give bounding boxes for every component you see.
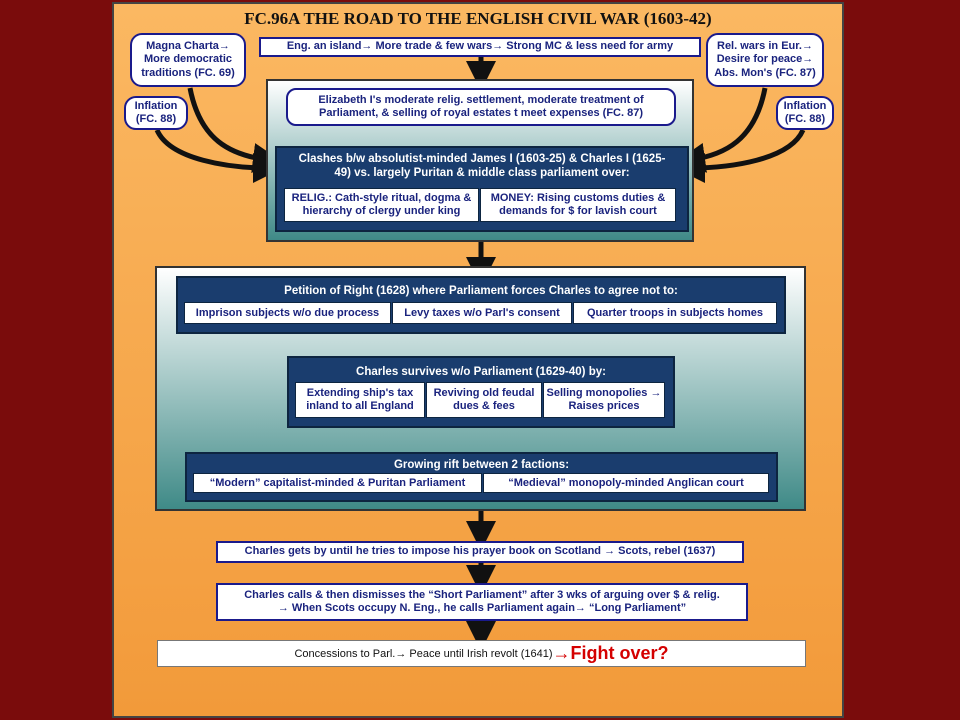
petition-item-taxes-text: Levy taxes w/o Parl's consent [404, 306, 560, 319]
top-banner: Eng. an island→ More trade & few wars→ S… [259, 37, 701, 57]
survives-item-monopolies-text: Selling monopolies → Raises prices [546, 387, 662, 412]
magna-charta-box: Magna Charta→ More democratic traditions… [130, 33, 246, 87]
prayer-book-box: Charles gets by until he tries to impose… [216, 541, 744, 563]
inflation-right-box: Inflation (FC. 88) [776, 96, 834, 130]
prayer-book-text: Charles gets by until he tries to impose… [244, 545, 716, 558]
concessions-text: Concessions to Parl.→ Peace until Irish … [294, 647, 553, 660]
rift-item-modern-text: “Modern” capitalist-minded & Puritan Par… [209, 476, 466, 489]
petition-heading: Petition of Right (1628) where Parliamen… [284, 285, 678, 297]
inflation-right-text: Inflation (FC. 88) [783, 99, 827, 125]
concessions-box: Concessions to Parl.→ Peace until Irish … [157, 640, 806, 667]
petition-item-taxes: Levy taxes w/o Parl's consent [392, 302, 572, 324]
survives-item-monopolies: Selling monopolies → Raises prices [543, 382, 665, 418]
rift-item-modern: “Modern” capitalist-minded & Puritan Par… [193, 473, 482, 493]
religion-text: RELIG.: Cath-style ritual, dogma & hiera… [291, 192, 472, 217]
magna-charta-text: Magna Charta→ More democratic traditions… [141, 40, 235, 79]
survives-item-feudal-text: Reviving old feudal dues & fees [433, 387, 535, 412]
rift-item-medieval: “Medieval” monopoly-minded Anglican cour… [483, 473, 769, 493]
top-banner-text: Eng. an island→ More trade & few wars→ S… [286, 40, 674, 53]
petition-item-quarter: Quarter troops in subjects homes [573, 302, 777, 324]
survives-item-ships-tax: Extending ship's tax inland to all Engla… [295, 382, 425, 418]
petition-item-quarter-text: Quarter troops in subjects homes [586, 306, 764, 319]
clashes-heading: Clashes b/w absolutist-minded James I (1… [298, 153, 666, 179]
survives-heading: Charles survives w/o Parliament (1629-40… [356, 366, 606, 378]
money-text: MONEY: Rising customs duties & demands f… [490, 192, 666, 217]
survives-item-ships-tax-text: Extending ship's tax inland to all Engla… [306, 387, 414, 412]
inflation-left-box: Inflation (FC. 88) [124, 96, 188, 130]
petition-item-imprison-text: Imprison subjects w/o due process [195, 306, 380, 319]
page-title: FC.96A THE ROAD TO THE ENGLISH CIVIL WAR… [244, 9, 712, 28]
inflation-left-text: Inflation (FC. 88) [134, 99, 178, 125]
short-parliament-line1: Charles calls & then dismisses the “Shor… [244, 588, 720, 601]
petition-item-imprison: Imprison subjects w/o due process [184, 302, 391, 324]
survives-item-feudal: Reviving old feudal dues & fees [426, 382, 542, 418]
religious-wars-text: Rel. wars in Eur.→ Desire for peace→ Abs… [714, 40, 816, 79]
rift-item-medieval-text: “Medieval” monopoly-minded Anglican cour… [508, 476, 744, 489]
rift-heading: Growing rift between 2 factions: [393, 459, 570, 471]
religious-wars-box: Rel. wars in Eur.→ Desire for peace→ Abs… [706, 33, 824, 87]
religion-cell: RELIG.: Cath-style ritual, dogma & hiera… [284, 188, 479, 222]
elizabeth-text: Elizabeth I's moderate relig. settlement… [318, 93, 644, 119]
short-parliament-box: Charles calls & then dismisses the “Shor… [216, 583, 748, 621]
fight-over-text: →Fight over? [552, 643, 669, 663]
short-parliament-line2: → When Scots occupy N. Eng., he calls Pa… [277, 602, 687, 614]
money-cell: MONEY: Rising customs duties & demands f… [480, 188, 676, 222]
elizabeth-box: Elizabeth I's moderate relig. settlement… [286, 88, 676, 126]
